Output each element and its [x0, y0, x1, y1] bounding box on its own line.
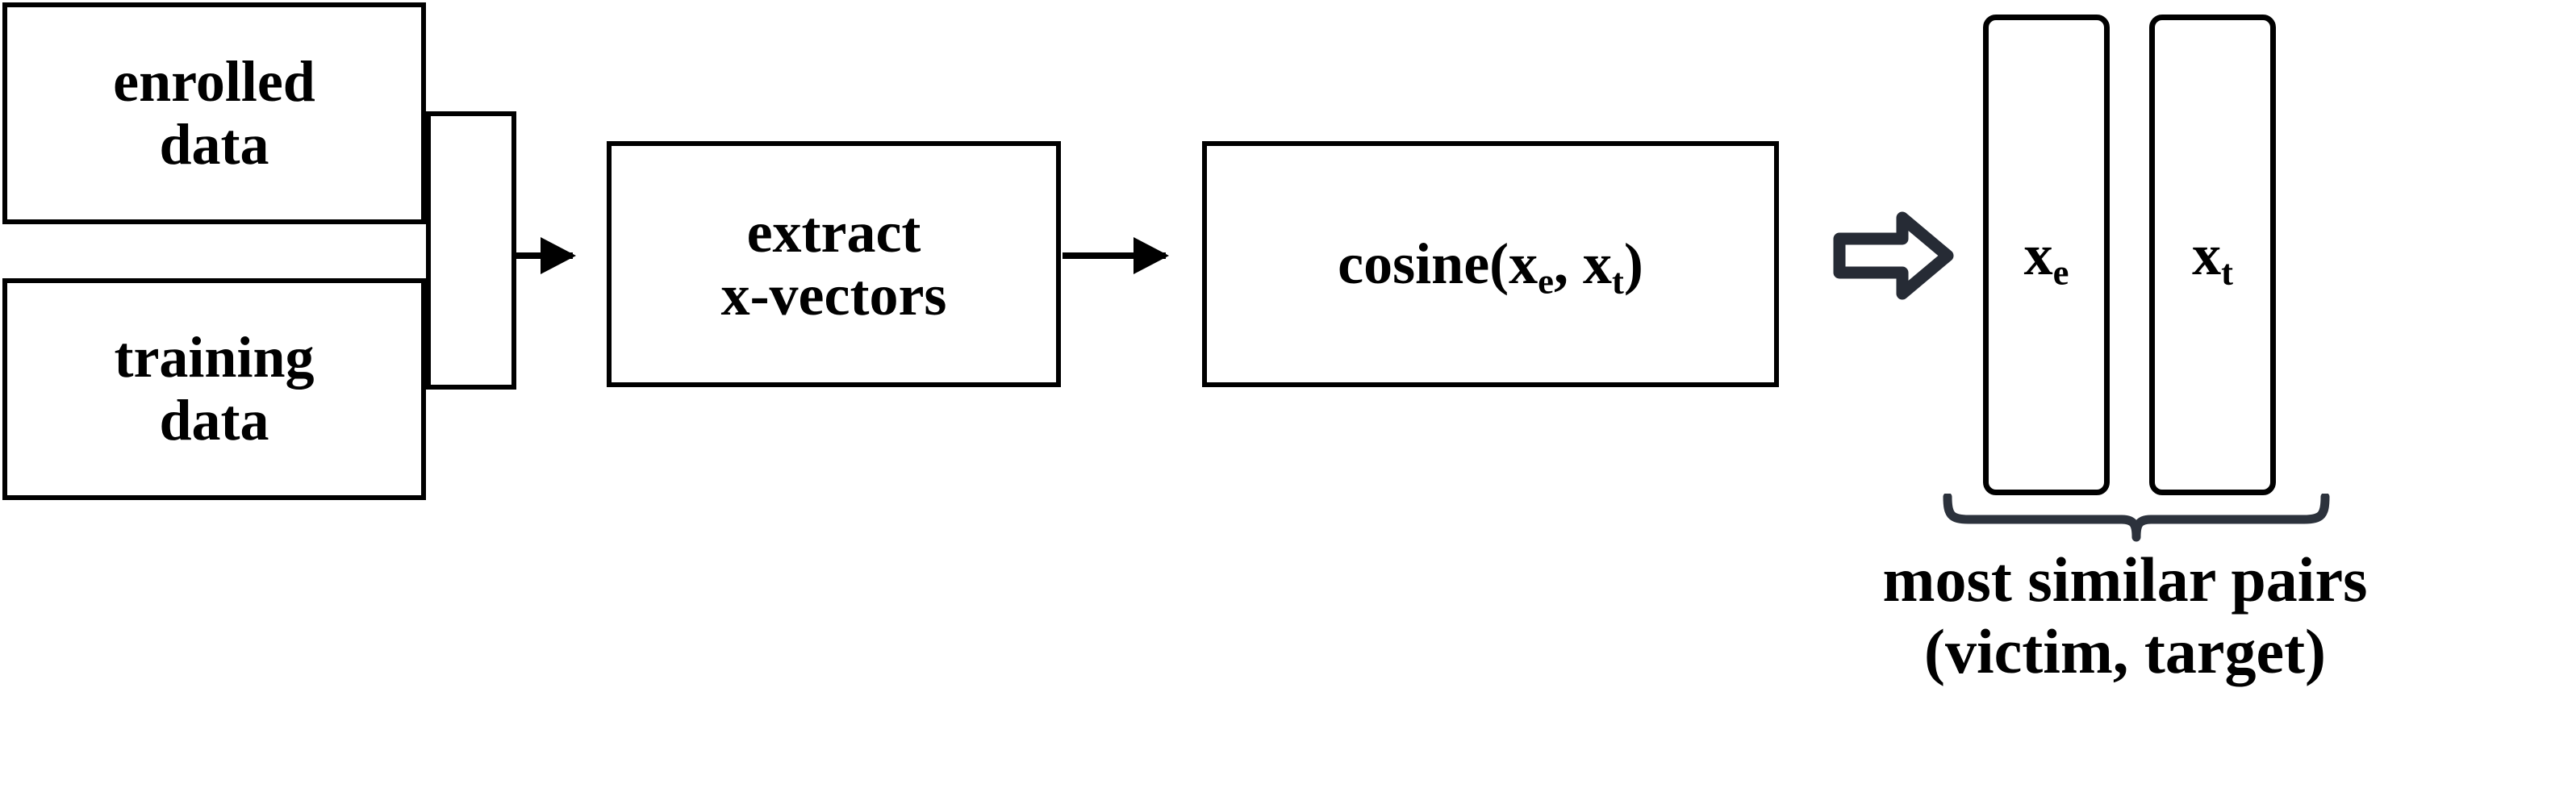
right-arrow-icon-extract-to-cosine [1063, 252, 1166, 259]
victim-xe-column: xe [1983, 15, 2110, 495]
pair-caption-line1: most similar pairs [1882, 544, 2368, 615]
cosine-subscript-e: e [1538, 261, 1554, 302]
target-xt-base: x [2192, 222, 2222, 287]
training-data-box: training data [2, 278, 426, 500]
extract-x-vectors-box: extract x-vectors [607, 141, 1061, 387]
cosine-suffix: ) [1623, 231, 1643, 296]
enrolled-data-line2: data [159, 111, 269, 177]
merge-bracket-icon [426, 111, 516, 390]
extract-line2: x-vectors [720, 262, 947, 327]
victim-xe-label: xe [2023, 222, 2069, 292]
enrolled-data-box: enrolled data [2, 2, 426, 224]
pair-caption: most similar pairs (victim, target) [1674, 544, 2576, 688]
victim-xe-subscript: e [2052, 251, 2069, 292]
cosine-prefix: cosine(x [1338, 231, 1539, 296]
training-data-label: training data [7, 324, 421, 452]
extract-line1: extract [746, 199, 921, 265]
cosine-middle: , x [1553, 231, 1612, 296]
enrolled-data-line1: enrolled [113, 48, 315, 114]
enrolled-data-label: enrolled data [7, 48, 421, 177]
target-xt-column: xt [2149, 15, 2276, 495]
victim-xe-base: x [2023, 222, 2053, 287]
extract-x-vectors-label: extract x-vectors [612, 199, 1056, 327]
training-data-line2: data [159, 387, 269, 452]
right-arrow-icon-merge-to-extract [511, 252, 573, 259]
hollow-block-right-arrow-icon [1833, 208, 1954, 303]
training-data-line1: training [114, 324, 315, 390]
cosine-similarity-box: cosine(xe, xt) [1202, 141, 1779, 387]
pair-caption-line2: (victim, target) [1923, 615, 2327, 686]
cosine-subscript-t: t [1611, 261, 1624, 302]
curly-brace-icon [1943, 492, 2330, 542]
target-xt-subscript: t [2221, 251, 2233, 292]
cosine-formula-label: cosine(xe, xt) [1207, 231, 1774, 299]
target-xt-label: xt [2192, 222, 2233, 292]
